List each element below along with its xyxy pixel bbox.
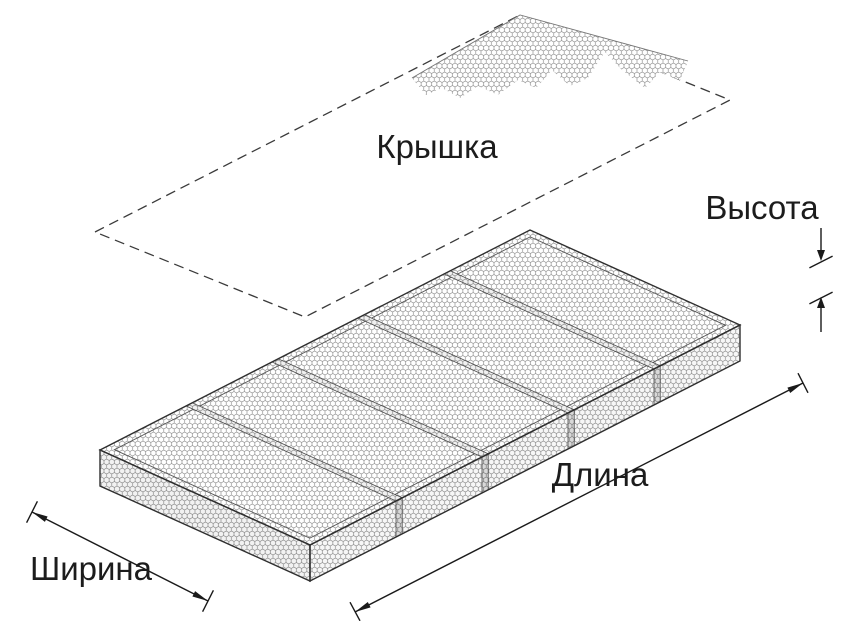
height-tick-upper [809,255,833,269]
diaphragm-strip [358,314,575,413]
length-tick-end [797,372,809,394]
width-label: Ширина [30,550,153,587]
height-dimension [809,228,833,332]
width-tick-end [201,589,215,613]
length-arrow-end [787,383,803,393]
height-tick-lower [809,291,833,305]
diaphragm-strip [272,358,489,457]
lid-outline [93,14,732,318]
box-top-face [100,230,740,545]
lid-mesh-edge [411,14,689,79]
box-side-left [100,450,310,581]
box-side-left-shade [100,450,310,581]
diaphragm-end [395,497,403,538]
length-dimension-line [354,382,804,613]
diaphragm-strip [186,402,403,501]
height-arrow-top [817,250,825,261]
width-tick-start [25,500,39,524]
box-side-front [310,325,740,581]
height-label: Высота [705,189,819,226]
width-dimension [25,500,215,613]
box-side-front-outline [309,323,741,583]
diaphragm-end [653,365,661,406]
height-arrow-bottom [817,297,825,308]
width-arrow-start [32,512,48,522]
length-arrow-start [355,602,371,612]
lid-mesh-patch [412,15,688,98]
lid-label: Крышка [376,128,498,165]
length-tick-start [349,601,361,621]
length-dimension [349,372,809,621]
width-arrow-end [192,591,208,601]
diaphragm-end [567,409,575,450]
diaphragm-end [481,453,489,494]
width-dimension-line [31,511,209,602]
diaphragm-strip [444,270,661,369]
box-inner-rim [113,236,727,539]
length-label: Длина [552,456,649,493]
